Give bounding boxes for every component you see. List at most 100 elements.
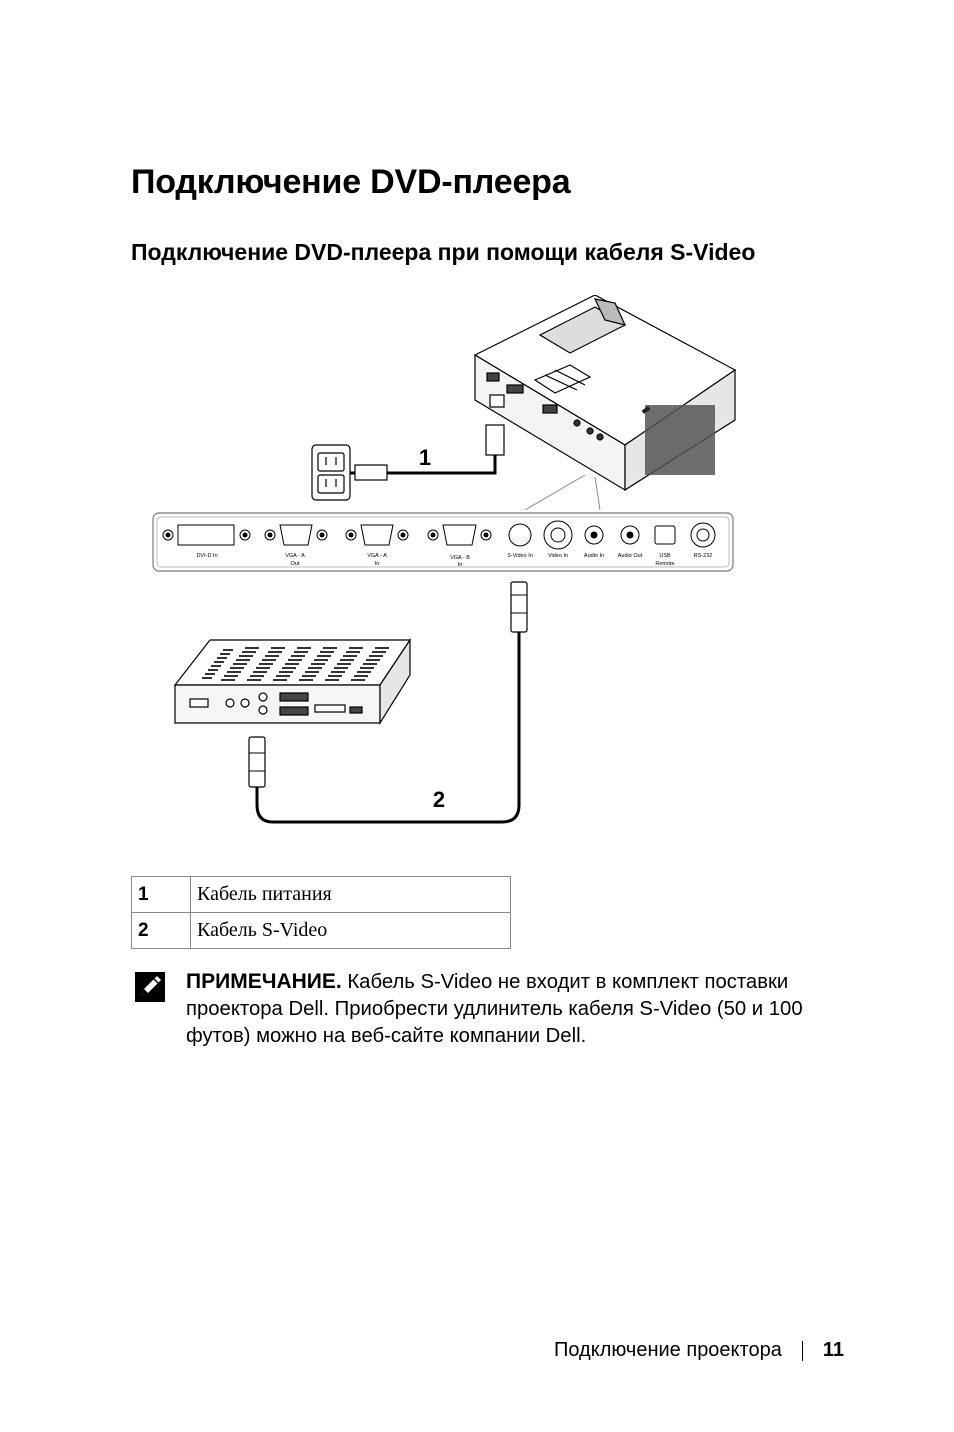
vent-slot	[323, 647, 337, 649]
power-cable	[350, 424, 505, 481]
vent-slot	[253, 671, 267, 673]
screw-center	[267, 532, 273, 538]
page-title: Подключение DVD-плеера	[131, 163, 571, 201]
vent-slot	[357, 671, 371, 673]
port-label: Remote	[655, 561, 674, 567]
table-row: 2 Кабель S-Video	[131, 912, 511, 949]
vent-slot	[268, 651, 282, 653]
screw-center	[483, 532, 489, 538]
pencil-note-icon	[135, 972, 165, 1002]
legend-label: Кабель питания	[190, 876, 511, 913]
port-label: Audio In	[584, 553, 604, 559]
video-in-inner	[550, 527, 566, 543]
vent-slot	[273, 679, 287, 681]
vent-slot	[302, 675, 316, 677]
port-label: Video In	[548, 553, 568, 559]
vent-slot	[343, 655, 357, 657]
port-label: DVI-D In	[196, 553, 217, 559]
vent-slot	[294, 651, 308, 653]
power-outlet-icon	[311, 444, 351, 501]
port-label: VGA - A	[367, 553, 387, 559]
vent-slot	[239, 655, 253, 657]
page-number: 11	[822, 1339, 844, 1361]
screw-center	[242, 532, 248, 538]
legend-number: 1	[131, 876, 191, 913]
port-label: In	[458, 562, 463, 568]
vent-slot	[351, 679, 365, 681]
vent-slot	[354, 675, 368, 677]
vent-slot	[285, 663, 299, 665]
footer-separator	[801, 1340, 803, 1361]
vent-slot	[349, 647, 363, 649]
section-subtitle: Подключение DVD-плеера при помощи кабеля…	[131, 239, 756, 265]
screw-center	[430, 532, 436, 538]
vga-port-icon	[442, 524, 477, 546]
legend-table: 1 Кабель питания 2 Кабель S-Video	[131, 876, 511, 949]
vent-slot	[214, 661, 224, 663]
vent-slot	[360, 667, 374, 669]
vent-slot	[372, 651, 386, 653]
port-label: USB	[659, 553, 671, 559]
rs232-inner	[696, 528, 710, 542]
svideo-cable	[248, 581, 528, 824]
vent-slot	[247, 679, 261, 681]
vent-slot	[250, 675, 264, 677]
page-footer: Подключение проектора 11	[554, 1339, 844, 1362]
vent-slot	[221, 679, 235, 681]
callout-2: 2	[433, 787, 445, 812]
screw-center	[400, 532, 406, 538]
screw-center	[348, 532, 354, 538]
screw-center	[165, 532, 171, 538]
vent-slot	[230, 667, 244, 669]
vent-slot	[282, 667, 296, 669]
vent-slot	[297, 647, 311, 649]
vent-slot	[265, 655, 279, 657]
callout-lines	[524, 474, 601, 511]
vent-slot	[320, 651, 334, 653]
vent-slot	[375, 647, 389, 649]
vent-slot	[334, 667, 348, 669]
vent-slot	[202, 677, 212, 679]
usb-port-icon	[654, 525, 676, 545]
screw-center	[319, 532, 325, 538]
vent-slot	[256, 667, 270, 669]
vent-slot	[262, 659, 276, 661]
vent-slot	[242, 651, 256, 653]
vent-slot	[217, 657, 227, 659]
vent-slot	[325, 679, 339, 681]
vent-slot	[366, 659, 380, 661]
dvd-player	[173, 638, 412, 726]
vent-slot	[236, 659, 250, 661]
vent-slot	[259, 663, 273, 665]
port-label: Audio Out	[618, 553, 643, 559]
footer-section: Подключение проектора	[553, 1339, 782, 1361]
vent-slot	[346, 651, 360, 653]
vent-slot	[340, 659, 354, 661]
vent-slot	[291, 655, 305, 657]
svideo-port-icon	[508, 523, 532, 547]
vent-slot	[317, 655, 331, 657]
vent-slot	[276, 675, 290, 677]
projector	[473, 295, 737, 492]
audio-out-center	[626, 531, 634, 539]
vent-slot	[224, 675, 238, 677]
port-label: In	[375, 561, 380, 567]
note-body: Кабель S-Video не входит в комплект пост…	[186, 971, 803, 1047]
vga-port-icon	[279, 524, 313, 546]
vent-slot	[205, 673, 215, 675]
vent-slot	[299, 679, 313, 681]
vent-slot	[233, 663, 247, 665]
table-row: 1 Кабель питания	[131, 876, 511, 913]
port-label: VGA - B	[450, 555, 470, 561]
vent-slot	[369, 655, 383, 657]
vent-slot	[328, 675, 342, 677]
legend-label: Кабель S-Video	[190, 912, 511, 949]
vent-slot	[245, 647, 259, 649]
note-text: ПРИМЕЧАНИЕ. Кабель S-Video не входит в к…	[186, 968, 851, 1050]
vent-slot	[279, 671, 293, 673]
vent-slot	[314, 659, 328, 661]
vent-slot	[308, 667, 322, 669]
vent-slot	[311, 663, 325, 665]
callout-1: 1	[419, 445, 431, 470]
